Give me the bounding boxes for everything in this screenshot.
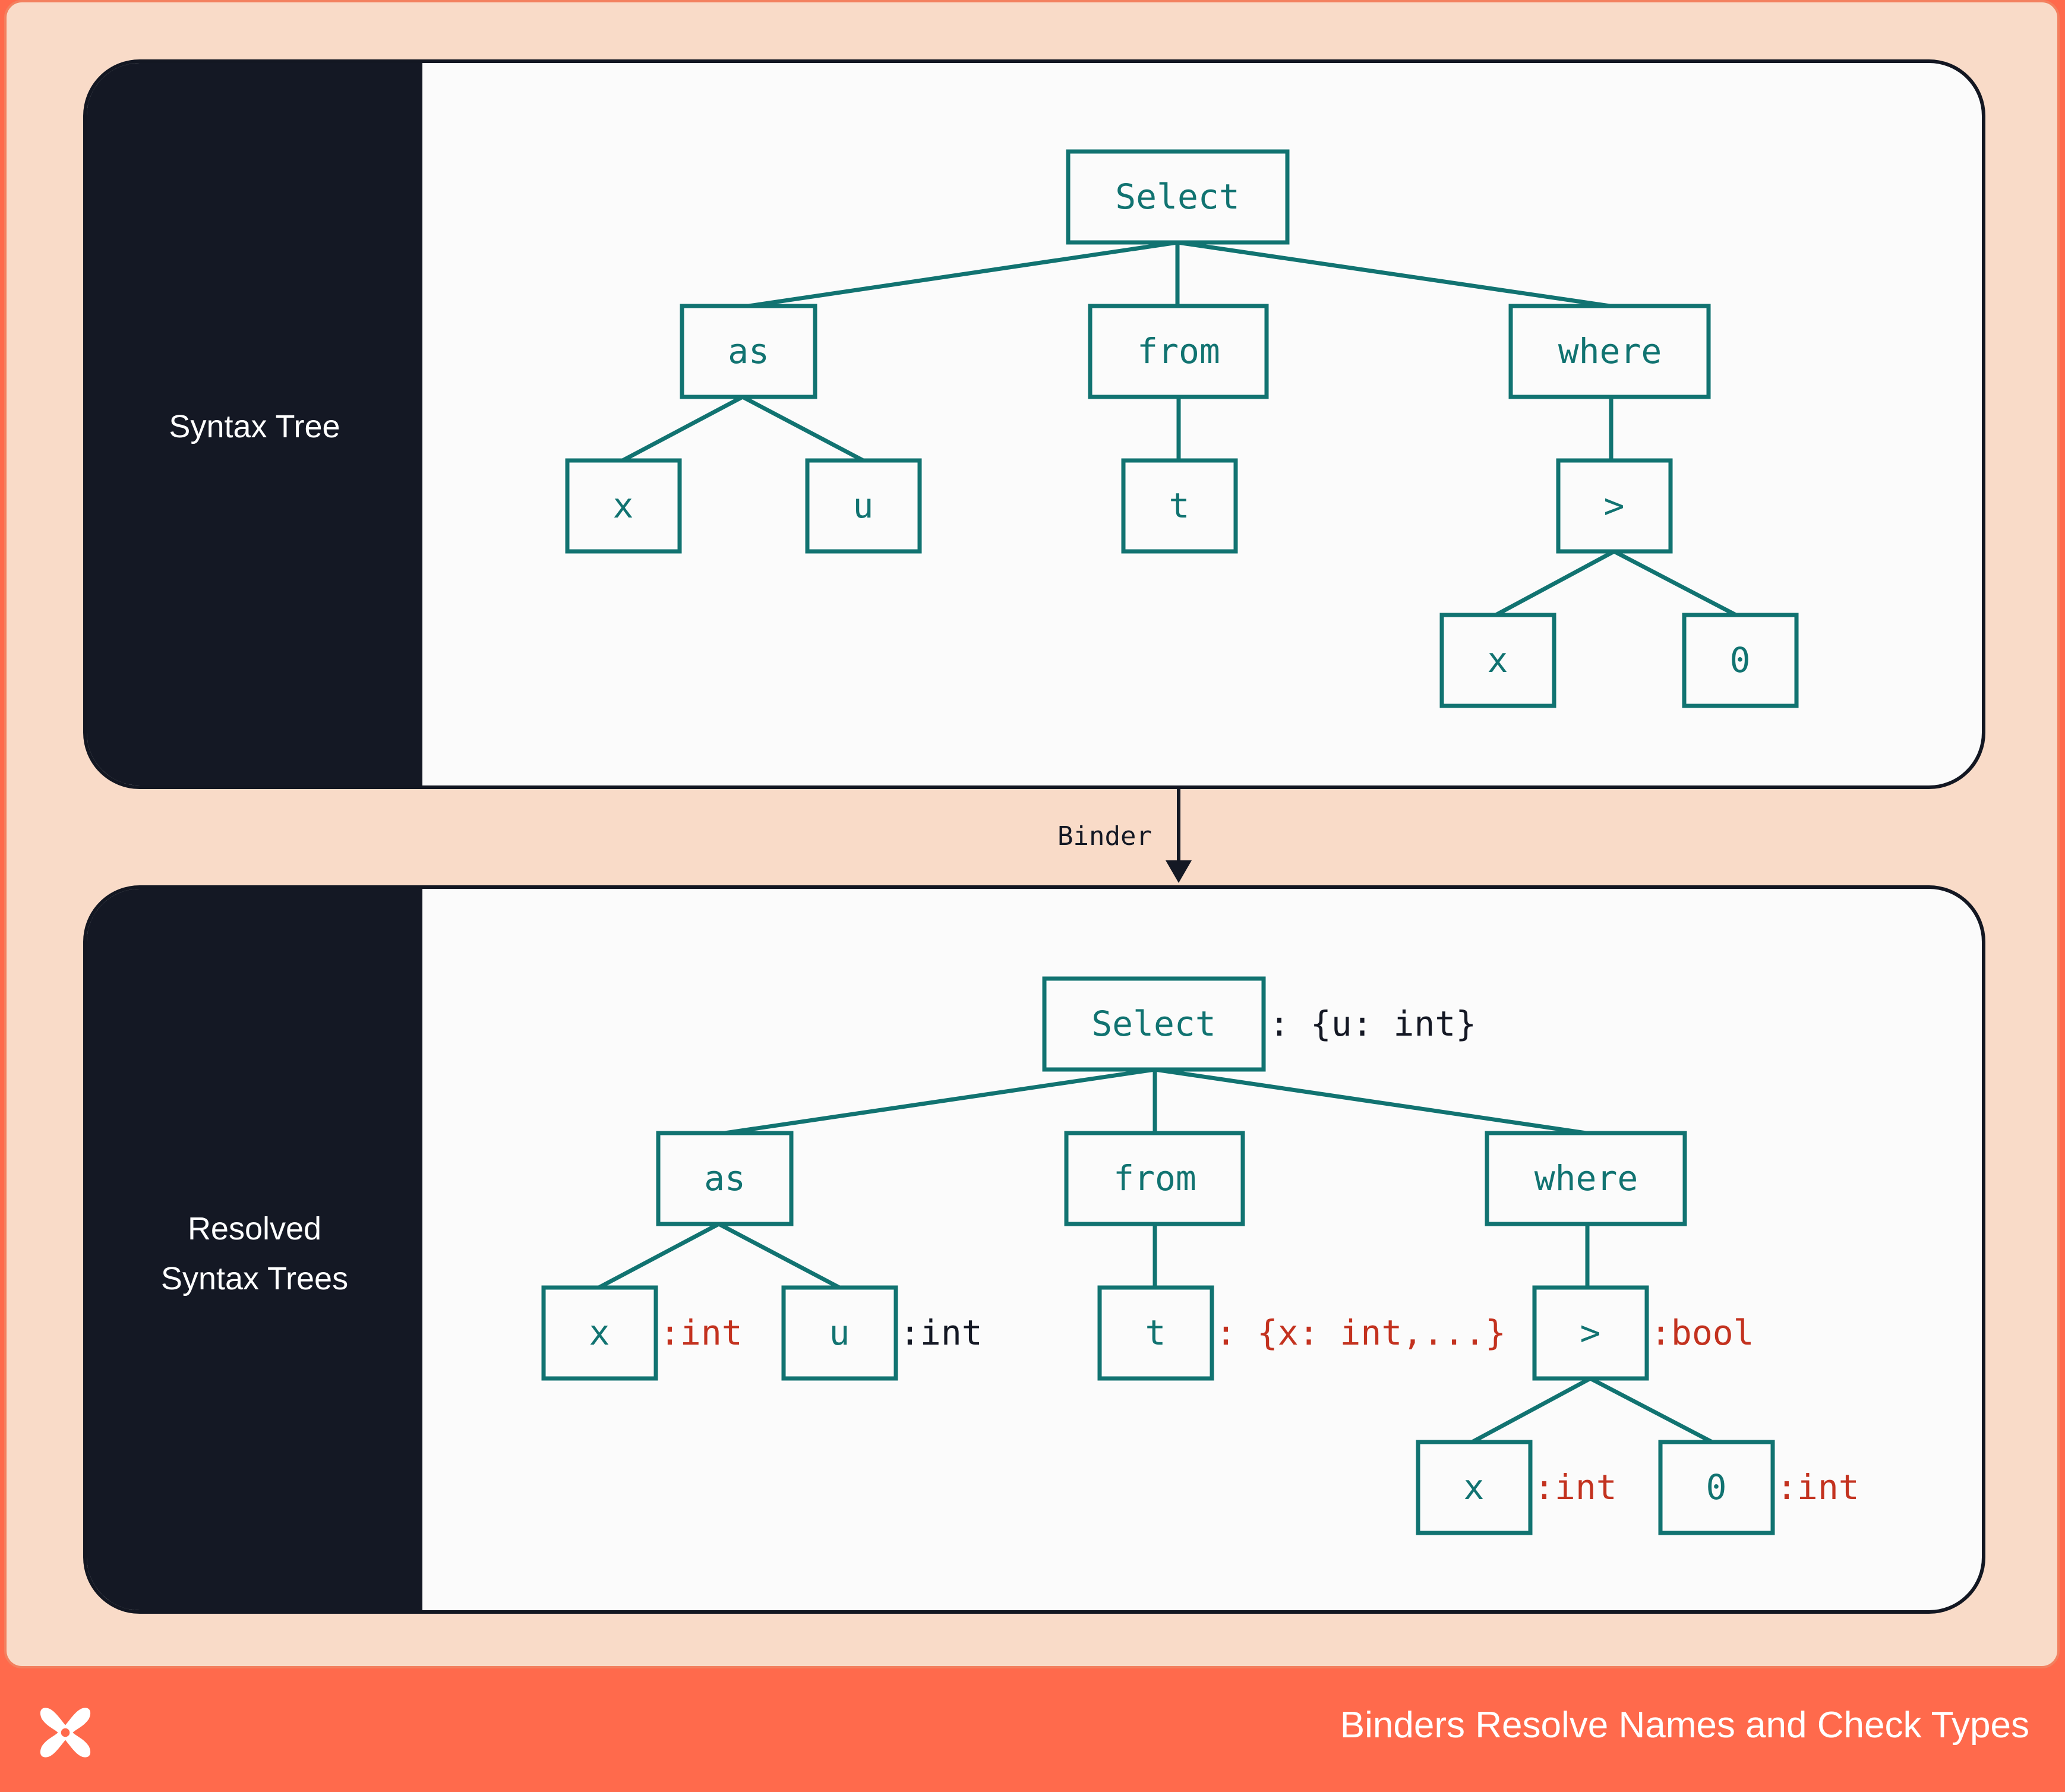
top-node-zero-label: 0 (1730, 640, 1751, 680)
bottom-node-gt-label: > (1580, 1313, 1601, 1353)
bottom-node-select-label: Select (1091, 1004, 1216, 1044)
gt-type-annotation: :bool (1650, 1313, 1754, 1353)
syntax-tree-label: Syntax Tree (87, 402, 422, 452)
top-node-x2: x (1439, 613, 1556, 708)
top-node-t: t (1121, 458, 1238, 554)
t-type-annotation: : {x: int,...} (1215, 1313, 1506, 1353)
footer-title: Binders Resolve Names and Check Types (1340, 1705, 2029, 1746)
top-tree-edges (621, 240, 1737, 617)
resolved-trees-label-line2: Syntax Trees (160, 1261, 349, 1296)
bottom-node-from: from (1064, 1131, 1245, 1226)
top-node-gt-label: > (1604, 485, 1625, 526)
bottom-node-as: as (656, 1131, 794, 1226)
bottom-node-t-label: t (1145, 1313, 1166, 1353)
edge-b-select-where (1154, 1067, 1587, 1135)
edge-b-gt-x (1471, 1376, 1592, 1444)
arrow-head-icon (1166, 860, 1192, 883)
bottom-node-t: t (1097, 1285, 1214, 1381)
bottom-node-x2-label: x (1464, 1467, 1485, 1507)
top-node-zero: 0 (1682, 613, 1799, 708)
bottom-node-u: u (781, 1285, 898, 1381)
top-node-u-label: u (853, 485, 874, 526)
syntax-tree-label-text: Syntax Tree (169, 409, 340, 444)
syntax-tree-sidebar (87, 63, 422, 785)
resolved-trees-label: Resolved Syntax Trees (87, 1204, 422, 1304)
top-node-as-label: as (728, 331, 769, 371)
binder-label: Binder (1057, 821, 1152, 851)
top-node-from-label: from (1137, 331, 1220, 371)
bottom-node-as-label: as (704, 1158, 746, 1198)
top-node-where: where (1508, 304, 1711, 399)
edge-b-gt-zero (1589, 1376, 1713, 1444)
edge-gt-zero (1613, 549, 1737, 617)
edge-gt-x (1495, 549, 1615, 617)
cross-logo-icon (40, 1708, 91, 1758)
resolved-trees-label-line1: Resolved (187, 1211, 322, 1247)
bottom-tree-edges (598, 1067, 1713, 1444)
top-node-x-label: x (613, 485, 634, 526)
x2-type-annotation: :int (1534, 1467, 1617, 1507)
select-type-annotation: : {u: int} (1269, 1004, 1476, 1044)
bottom-node-x2: x (1416, 1440, 1533, 1535)
edge-b-select-as (724, 1067, 1155, 1135)
edge-select-as (748, 240, 1178, 308)
edge-as-u (741, 395, 864, 463)
top-node-select: Select (1066, 149, 1290, 245)
top-node-where-label: where (1558, 331, 1662, 371)
bottom-node-select: Select (1042, 976, 1266, 1072)
bottom-node-zero-label: 0 (1706, 1467, 1727, 1507)
edge-b-as-u (718, 1222, 841, 1290)
u-type-annotation: :int (899, 1313, 983, 1353)
top-node-u: u (805, 458, 922, 554)
bottom-node-x-label: x (589, 1313, 610, 1353)
top-node-t-label: t (1169, 485, 1190, 526)
top-node-x: x (565, 458, 682, 554)
bottom-node-zero: 0 (1658, 1440, 1775, 1535)
edge-as-x (621, 395, 744, 463)
top-node-select-label: Select (1115, 176, 1240, 217)
bottom-node-from-label: from (1113, 1158, 1196, 1198)
top-node-gt: > (1556, 458, 1673, 554)
resolved-trees-sidebar (87, 889, 422, 1610)
edge-b-as-x (598, 1222, 720, 1290)
bottom-node-gt: > (1532, 1285, 1649, 1381)
bottom-node-where-label: where (1534, 1158, 1638, 1198)
zero-type-annotation: :int (1776, 1467, 1859, 1507)
bottom-node-x: x (541, 1285, 658, 1381)
top-node-as: as (680, 304, 817, 399)
bottom-node-u-label: u (829, 1313, 850, 1353)
binder-arrow: Binder (1057, 789, 1192, 883)
bottom-node-where: where (1485, 1131, 1687, 1226)
edge-select-where (1177, 240, 1611, 308)
top-node-from: from (1088, 304, 1269, 399)
syntax-tree-panel: Syntax Tree (83, 59, 1985, 789)
x-type-annotation: :int (659, 1313, 743, 1353)
top-node-x2-label: x (1488, 640, 1508, 680)
